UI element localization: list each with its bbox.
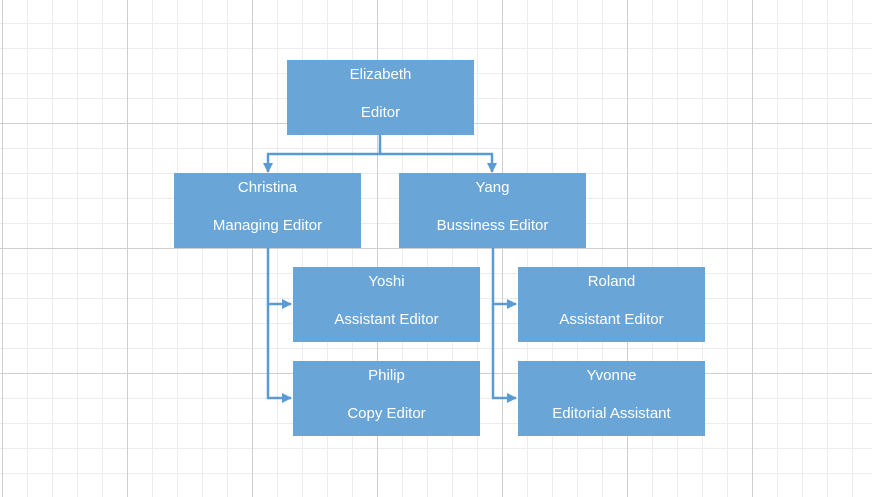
node-name: Elizabeth (349, 66, 412, 83)
connector-yang-roland (491, 247, 517, 309)
node-role: Bussiness Editor (436, 217, 549, 234)
connector-yang-yvonne (491, 304, 517, 403)
node-elizabeth[interactable]: Elizabeth Editor (287, 60, 474, 135)
node-yoshi[interactable]: Yoshi Assistant Editor (293, 267, 480, 342)
node-role: Managing Editor (212, 217, 323, 234)
connector-elizabeth-christina (263, 135, 382, 173)
node-name: Yvonne (586, 367, 637, 384)
node-role: Assistant Editor (559, 311, 664, 328)
node-name: Roland (587, 273, 636, 290)
node-role: Editor (360, 104, 401, 121)
node-name: Yang (475, 179, 510, 196)
connector-elizabeth-yang (380, 152, 497, 173)
node-name: Philip (368, 367, 405, 384)
node-yvonne[interactable]: Yvonne Editorial Assistant (518, 361, 705, 436)
node-christina[interactable]: Christina Managing Editor (174, 173, 361, 248)
node-philip[interactable]: Philip Copy Editor (293, 361, 480, 436)
node-name: Christina (237, 179, 298, 196)
connector-christina-yoshi (266, 247, 292, 309)
node-role: Copy Editor (347, 405, 426, 422)
connector-christina-philip (266, 304, 292, 403)
node-roland[interactable]: Roland Assistant Editor (518, 267, 705, 342)
node-role: Editorial Assistant (552, 405, 671, 422)
node-yang[interactable]: Yang Bussiness Editor (399, 173, 586, 248)
node-role: Assistant Editor (334, 311, 439, 328)
node-name: Yoshi (368, 273, 405, 290)
